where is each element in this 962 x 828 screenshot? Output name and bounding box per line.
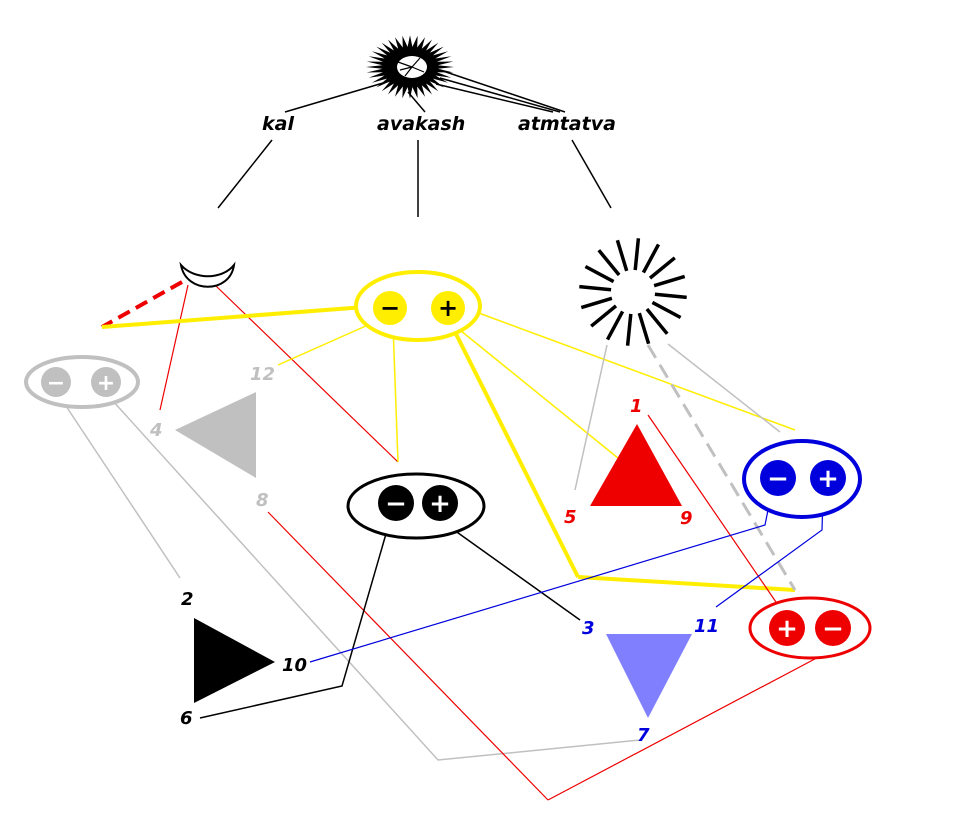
sun-ray — [645, 307, 669, 335]
label-kal: kal — [262, 113, 294, 135]
blue-pair-oval: − + — [742, 439, 862, 519]
grey-oval-to-2-line — [61, 399, 181, 579]
sun-ray — [584, 264, 615, 284]
lavender-triangle-icon — [606, 634, 692, 718]
number-8: 8 — [256, 490, 269, 511]
yellow-pair-oval: − + — [354, 270, 482, 342]
yellow-to-12-line — [277, 324, 369, 366]
black-triangle-icon — [194, 618, 275, 703]
sun-ray — [648, 256, 676, 280]
sun-ray — [641, 243, 661, 274]
black-minus-sign: − — [385, 489, 407, 519]
sun-ray — [597, 249, 621, 277]
1-to-red-oval-red-line — [647, 414, 779, 606]
burst-to-avakash-line — [407, 91, 426, 113]
yellow-minus-sign: − — [380, 294, 400, 322]
black-oval-to-3-line — [439, 519, 581, 621]
number-11: 11 — [694, 616, 719, 637]
sun-ray — [637, 312, 651, 345]
yellow-to-blue-oval-line — [475, 311, 796, 431]
red-minus-sign: − — [822, 614, 844, 644]
number-3: 3 — [582, 618, 595, 639]
sun-ray — [605, 310, 625, 341]
red-pair-oval: + − — [748, 596, 872, 660]
moon-red-dashed-line — [101, 280, 183, 329]
yellow-to-black-oval-line-a — [392, 324, 399, 463]
8-to-bottom-red-line — [267, 511, 549, 801]
burst-to-atmtatva-line-c — [435, 83, 554, 113]
sun-ray — [651, 300, 682, 320]
burst-to-atmtatva-line-a — [439, 69, 566, 113]
red-plus-sign: + — [776, 614, 798, 644]
yellow-thick-left-line — [101, 305, 366, 329]
moon-to-4-red-line — [159, 284, 189, 411]
atmtatva-down-line — [571, 139, 612, 209]
black-pair-oval: − + — [346, 472, 486, 540]
label-avakash: avakash — [377, 113, 465, 135]
sun-ray — [625, 313, 633, 346]
number-9: 9 — [680, 508, 693, 529]
sun-ray — [580, 296, 613, 310]
yellow-thick-right-line — [577, 575, 796, 592]
top-starburst-icon — [366, 35, 454, 99]
grey-minus-sign: − — [47, 371, 65, 396]
sun-dashed-grey-line — [646, 344, 797, 591]
sun-ray — [590, 304, 618, 328]
moon-icon — [179, 261, 236, 288]
sun-ray — [615, 239, 629, 272]
kal-down-line — [217, 139, 273, 209]
number-12: 12 — [250, 364, 275, 385]
blue-minus-sign: − — [767, 464, 789, 494]
sun-to-5-grey-line — [574, 344, 608, 491]
black-plus-sign: + — [429, 489, 451, 519]
bottom-to-red-oval-red-line — [547, 651, 829, 801]
sun-ray — [633, 238, 641, 271]
grey-pair-oval: − + — [24, 355, 140, 409]
sun-ray — [579, 284, 612, 292]
grey-triangle-icon — [175, 392, 256, 478]
burst-to-atmtatva-line-b — [439, 77, 561, 113]
number-4: 4 — [149, 420, 163, 441]
connector-lines — [61, 69, 829, 801]
sun-ray — [653, 274, 686, 288]
sun-to-blue-oval-grey-line — [667, 343, 781, 433]
number-1: 1 — [630, 396, 643, 417]
label-atmtatva: atmtatva — [518, 113, 616, 135]
yellow-thick-down-line — [448, 321, 580, 578]
grey-oval-to-7-line — [111, 399, 641, 761]
number-10: 10 — [282, 655, 307, 676]
number-5: 5 — [564, 507, 577, 528]
sun-rays-icon — [579, 238, 687, 346]
yellow-plus-sign: + — [438, 294, 458, 322]
red-triangle-icon — [590, 424, 682, 506]
grey-plus-sign: + — [97, 371, 115, 396]
blue-plus-sign: + — [817, 464, 839, 494]
sun-ray — [654, 292, 687, 300]
number-6: 6 — [180, 708, 193, 729]
number-2: 2 — [181, 589, 194, 610]
black-oval-to-6-line — [199, 519, 391, 719]
number-7: 7 — [637, 725, 650, 746]
